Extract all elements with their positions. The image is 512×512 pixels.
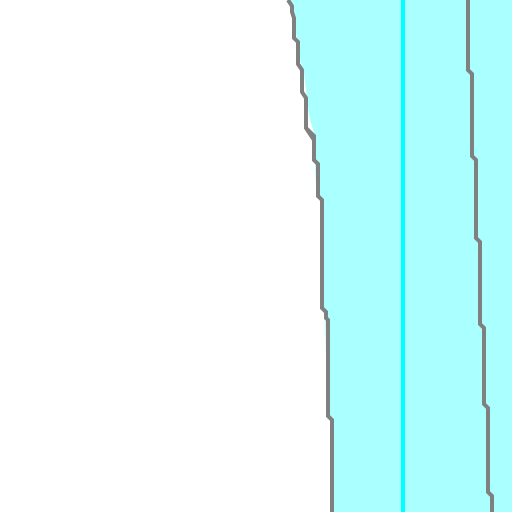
- water-area: [288, 0, 512, 512]
- right-boundary-line: [466, 0, 494, 512]
- left-boundary-line: [286, 0, 334, 512]
